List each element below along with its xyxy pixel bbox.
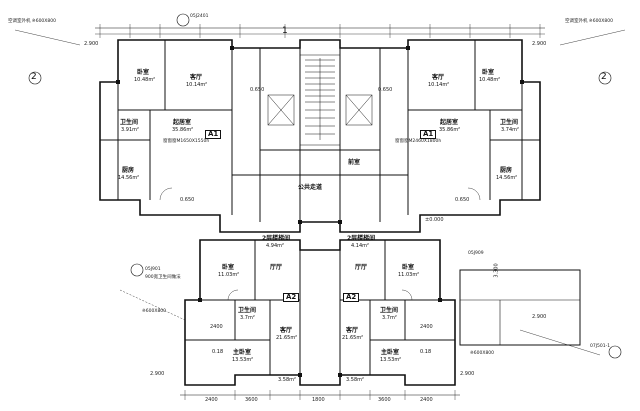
dim-bl-2900: 2.900 xyxy=(150,371,165,377)
area-bedroom-lr: 11.03m² xyxy=(398,272,420,278)
dim-2400c: 2400 xyxy=(210,324,223,330)
note-ac-top-right: 空调室外机 ※600X800 xyxy=(565,19,613,24)
area-guest-ur: 10.14m² xyxy=(428,82,450,88)
room-guest-ul: 客厅 xyxy=(190,74,203,81)
room-guest-ur: 客厅 xyxy=(432,74,445,81)
room-kitchen-ur: 厨房 xyxy=(500,167,513,174)
room-wc-ur: 卫生间 xyxy=(500,119,519,126)
dim-ml-0650: 0.650 xyxy=(250,87,265,93)
room-master-lr: 主卧室 xyxy=(381,349,400,356)
axis-right-label: 2 xyxy=(601,72,607,82)
dim-3600a: 3600 xyxy=(245,397,258,403)
area-bedroom-ul: 10.48m² xyxy=(134,77,156,83)
axis-left-label: 2 xyxy=(31,72,37,82)
dim-2400d: 2400 xyxy=(420,324,433,330)
area-kitchen-ur: 14.56m² xyxy=(496,175,518,181)
upper-outer-wall xyxy=(99,39,541,233)
room-living-lr: 客厅 xyxy=(346,327,359,334)
ref-left-note: 900宽卫生间做法 xyxy=(145,275,181,280)
area-stair-ll: 4.94m² xyxy=(266,243,285,249)
axis-top-label: 1 xyxy=(282,26,288,36)
area-living-lr: 21.65m² xyxy=(342,335,364,341)
room-hall-ll: 厅厅 xyxy=(270,264,283,271)
area-living-ur: 35.86m² xyxy=(439,127,461,133)
area-stair-lr: 4.14m² xyxy=(351,243,370,249)
dim-3300: 3.300 xyxy=(493,263,500,278)
window-note-left: 窗窗窗M1650X1550h xyxy=(163,139,210,144)
room-kitchen-ul: 厨房 xyxy=(122,167,135,174)
annex-outline xyxy=(459,269,581,346)
room-living-ll: 客厅 xyxy=(280,327,293,334)
area-balcony-lr: 3.58m² xyxy=(346,377,365,383)
room-living-ul: 起居室 xyxy=(173,119,192,126)
room-bedroom-ll: 卧室 xyxy=(222,264,235,271)
platform-level-ll: 0.18 xyxy=(212,349,224,355)
area-master-ll: 13.53m² xyxy=(232,357,254,363)
room-master-ll: 主卧室 xyxy=(233,349,252,356)
ref-left: 05J901 xyxy=(145,267,161,272)
room-corridor: 公共走道 xyxy=(298,184,323,191)
room-bedroom-ur: 卧室 xyxy=(482,69,495,76)
area-kitchen-ul: 14.56m² xyxy=(118,175,140,181)
platform-level-lr: 0.18 xyxy=(420,349,432,355)
area-living-ll: 21.65m² xyxy=(276,335,298,341)
room-bedroom-lr: 卧室 xyxy=(402,264,415,271)
unit-type-a2-right: A2 xyxy=(343,293,360,302)
ref-right: 05J909 xyxy=(468,251,484,256)
unit-type-a2-left: A2 xyxy=(283,293,300,302)
note-ac-bottom-right: ※600X800 xyxy=(470,351,495,356)
window-note-right: 窗窗窗M2460X1800h xyxy=(395,139,442,144)
stair-core xyxy=(267,54,373,146)
dim-3600b: 3600 xyxy=(378,397,391,403)
area-wc-lr: 3.7m² xyxy=(382,315,397,321)
room-lobby: 前室 xyxy=(348,159,361,166)
area-wc-ul: 3.91m² xyxy=(121,127,140,133)
area-guest-ul: 10.14m² xyxy=(186,82,208,88)
room-stair-lr: 2层楼梯间 xyxy=(347,235,376,242)
dim-tl-2900: 2.900 xyxy=(84,41,99,47)
area-balcony-ll: 3.58m² xyxy=(278,377,297,383)
dim-annex-2900: 2.900 xyxy=(532,314,547,320)
unit-type-a1-left: A1 xyxy=(205,130,222,139)
dim-tr-2900: 2.900 xyxy=(532,41,547,47)
area-wc-ll: 3.7m² xyxy=(240,315,255,321)
dim-bl-0650: 0.650 xyxy=(180,197,195,203)
dim-1800: 1800 xyxy=(312,397,325,403)
area-living-ul: 35.86m² xyxy=(172,127,194,133)
area-bedroom-ur: 10.48m² xyxy=(479,77,501,83)
room-hall-lr: 厅厅 xyxy=(355,264,368,271)
ref-top: 05J2401 xyxy=(190,14,209,19)
room-wc-lr: 卫生间 xyxy=(380,307,399,314)
dim-br-2900: 2.900 xyxy=(460,371,475,377)
area-wc-ur: 3.74m² xyxy=(501,127,520,133)
room-living-ur: 起居室 xyxy=(440,119,459,126)
dim-mr-0650: 0.650 xyxy=(378,87,393,93)
dim-2400a: 2400 xyxy=(205,397,218,403)
lower-outer-wall xyxy=(184,239,456,386)
room-bedroom-ul: 卧室 xyxy=(137,69,150,76)
note-ac-top-left: 空调室外机 ※600X800 xyxy=(8,19,56,24)
area-master-lr: 13.53m² xyxy=(380,357,402,363)
note-ac-bottom-left: ※600X800 xyxy=(142,309,167,314)
dim-br-0650: 0.650 xyxy=(455,197,470,203)
unit-type-a1-right: A1 xyxy=(420,130,437,139)
area-bedroom-ll: 11.03m² xyxy=(218,272,240,278)
dim-2400b: 2400 xyxy=(420,397,433,403)
room-wc-ul: 卫生间 xyxy=(120,119,139,126)
room-stair-ll: 2层楼梯间 xyxy=(262,235,291,242)
ref-right-2: 07J501-1 xyxy=(590,344,611,349)
room-wc-ll: 卫生间 xyxy=(238,307,257,314)
dim-zero-level: ±0.000 xyxy=(425,217,444,223)
